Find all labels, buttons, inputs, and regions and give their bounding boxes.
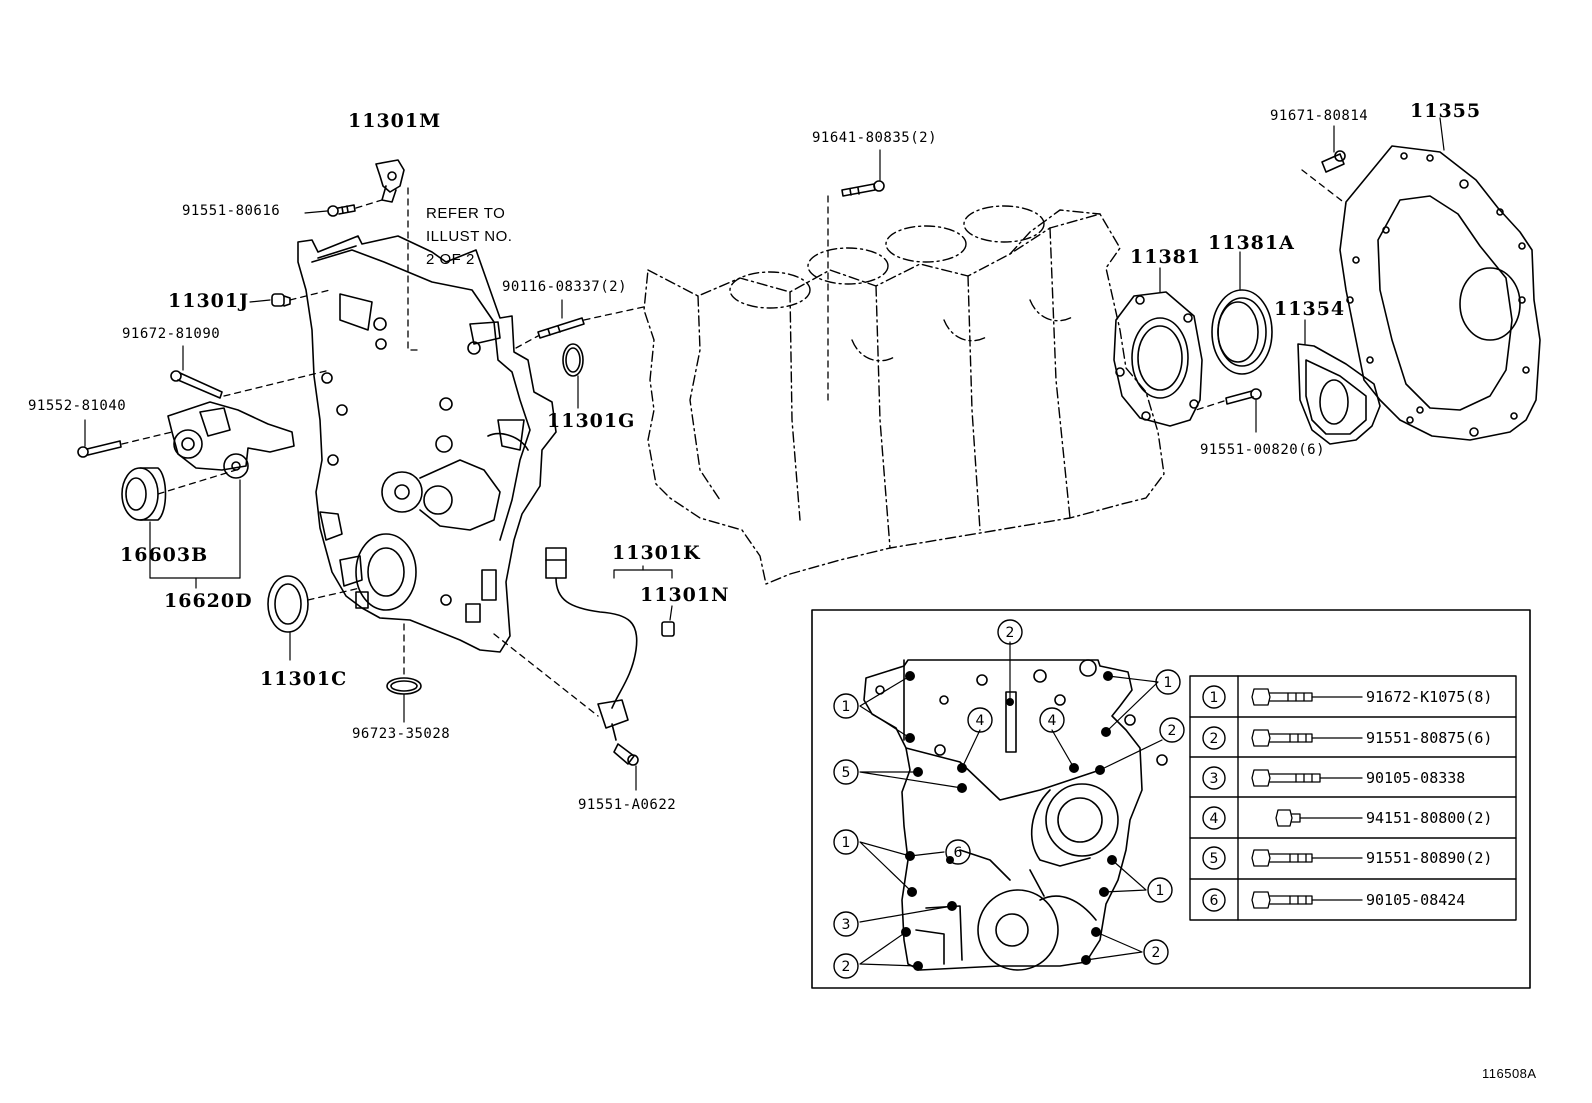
refer-note-line-3: 2 OF 2 [426, 251, 475, 268]
table-num-1: 1 [1210, 690, 1219, 706]
bolt-table [1189, 675, 1517, 921]
inset-callout-4b: 4 [1048, 713, 1057, 729]
table-num-4: 4 [1210, 811, 1219, 827]
label-16620D[interactable]: 16620D [164, 590, 253, 612]
inset-callout-1a: 1 [842, 699, 851, 715]
tensioner-16620D [167, 401, 295, 479]
bolt-table-part-4[interactable]: 94151-80800(2) [1366, 809, 1493, 827]
clamp-11301N [661, 621, 675, 637]
plug-11301J [271, 293, 291, 307]
label-91551-80616[interactable]: 91551-80616 [182, 203, 281, 219]
label-91551-A0622[interactable]: 91551-A0622 [578, 797, 677, 813]
bolt-91551-A0622 [613, 743, 639, 766]
inset-callout-4a: 4 [976, 713, 985, 729]
o-ring-96723-35028 [386, 677, 422, 695]
oil-seal-11301C [267, 575, 309, 633]
table-num-3: 3 [1210, 771, 1219, 787]
inset-callout-numbers: 1 1 2 2 4 4 5 1 6 1 3 2 2 [842, 625, 1177, 975]
label-11301N[interactable]: 11301N [640, 584, 730, 606]
oil-seal-11381A [1211, 289, 1273, 375]
table-numbers: 1 2 3 4 5 6 [1210, 690, 1219, 909]
label-91641-80835[interactable]: 91641-80835(2) [812, 130, 938, 146]
bolt-table-part-2[interactable]: 91551-80875(6) [1366, 729, 1493, 747]
label-11301M[interactable]: 11301M [348, 110, 442, 132]
sensor-harness-11301K [545, 547, 638, 741]
inset-callout-circles [833, 619, 1185, 979]
refer-note-line-2: ILLUST NO. [426, 228, 513, 245]
label-91551-00820[interactable]: 91551-00820(6) [1200, 442, 1326, 458]
table-num-5: 5 [1210, 851, 1219, 867]
table-bolt-icons [1251, 688, 1363, 909]
inset-callout-2c: 2 [842, 959, 851, 975]
figure-id: 116508A [1482, 1066, 1537, 1081]
table-num-6: 6 [1210, 893, 1219, 909]
label-91671-80814[interactable]: 91671-80814 [1270, 108, 1369, 124]
inset-callout-1b: 1 [1164, 675, 1173, 691]
inset-callout-2b: 2 [1168, 723, 1177, 739]
inset-callout-1d: 1 [1156, 883, 1165, 899]
bolt-91671-80814 [1321, 150, 1346, 173]
bolt-91672-81090 [170, 370, 223, 399]
label-90116-08337[interactable]: 90116-08337(2) [502, 279, 628, 295]
cylinder-block [643, 209, 1165, 585]
stud-90116-08337 [537, 317, 585, 339]
inset-callout-2d: 2 [1152, 945, 1161, 961]
bolt-91551-80616 [327, 204, 356, 217]
inset-bolt-dots [901, 671, 1117, 971]
refer-note-line-1: REFER TO [426, 205, 506, 222]
label-96723-35028[interactable]: 96723-35028 [352, 726, 451, 742]
bolt-table-part-1[interactable]: 91672-K1075(8) [1366, 688, 1493, 706]
bolt-91552-81040 [77, 440, 122, 458]
sensor-11301M [375, 159, 405, 203]
bolt-91641-80835 [841, 180, 885, 197]
label-11355[interactable]: 11355 [1410, 100, 1482, 122]
inset-callout-1c: 1 [842, 835, 851, 851]
inset-callout-5: 5 [842, 765, 851, 781]
label-11301C[interactable]: 11301C [260, 668, 348, 690]
label-91672-81090[interactable]: 91672-81090 [122, 326, 221, 342]
bolt-table-part-6[interactable]: 90105-08424 [1366, 891, 1466, 909]
bolt-table-part-3[interactable]: 90105-08338 [1366, 769, 1466, 787]
inset-frame [811, 609, 1531, 989]
label-11354[interactable]: 11354 [1274, 298, 1346, 320]
label-11301G[interactable]: 11301G [547, 410, 636, 432]
bolt-91551-00820 [1225, 388, 1262, 405]
cylinder-bores [729, 205, 1075, 362]
end-plate-11355 [1339, 145, 1541, 441]
inset-cover-drawing [863, 659, 1168, 971]
table-num-2: 2 [1210, 731, 1219, 747]
inset-callout-3: 3 [842, 917, 851, 933]
inset-callout-2a: 2 [1006, 625, 1015, 641]
table-number-circles [1202, 685, 1226, 912]
label-11381A[interactable]: 11381A [1208, 232, 1295, 254]
refer-note[interactable]: REFER TO ILLUST NO. 2 OF 2 [426, 202, 512, 271]
inset-callout-6: 6 [954, 845, 963, 861]
o-ring-11301G [562, 343, 584, 377]
label-11301K[interactable]: 11301K [612, 542, 701, 564]
label-11381[interactable]: 11381 [1130, 246, 1202, 268]
label-16603B[interactable]: 16603B [120, 544, 209, 566]
inset-leaders [859, 641, 1163, 967]
cover-11354 [1297, 343, 1381, 445]
label-11301J[interactable]: 11301J [168, 290, 250, 312]
bolt-table-part-5[interactable]: 91551-80890(2) [1366, 849, 1493, 867]
timing-chain-cover [297, 235, 557, 653]
seal-retainer-11381 [1113, 291, 1203, 427]
label-91552-81040[interactable]: 91552-81040 [28, 398, 127, 414]
